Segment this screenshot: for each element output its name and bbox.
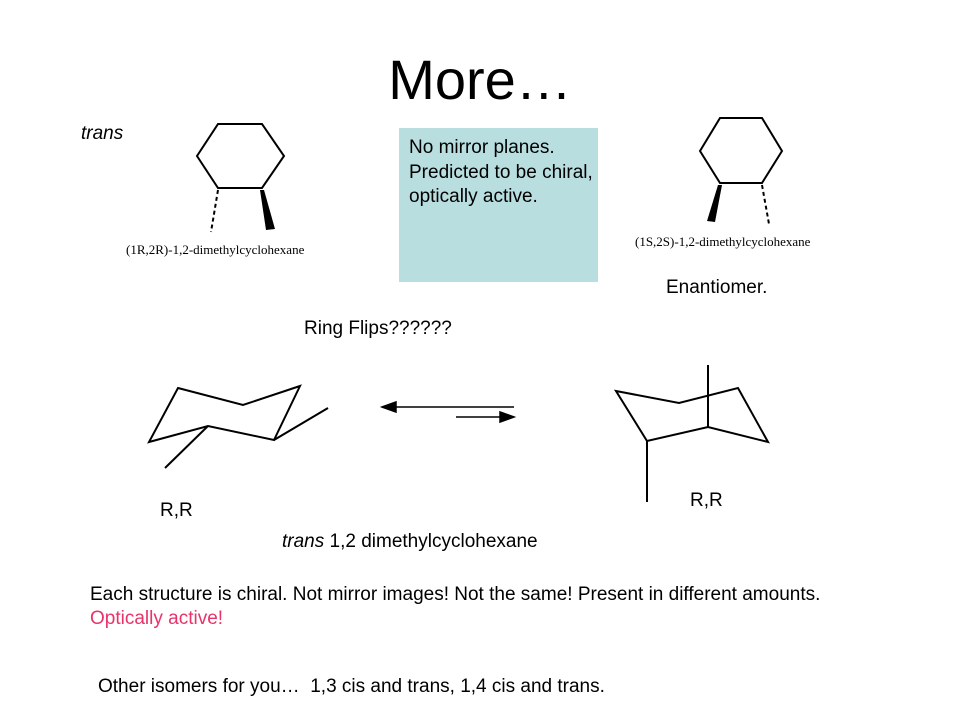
statement-main: Each structure is chiral. Not mirror ima…	[90, 584, 821, 605]
left-ring	[195, 123, 286, 189]
left-chair-methyl-2	[273, 407, 329, 441]
right-dashed-bond	[761, 184, 770, 225]
left-chair-ring	[147, 384, 302, 444]
note-box: No mirror planes. Predicted to be chiral…	[399, 128, 598, 282]
compound-caption: trans 1,2 dimethylcyclohexane	[282, 531, 538, 554]
left-cyclohexane	[195, 123, 286, 233]
note-text: No mirror planes. Predicted to be chiral…	[409, 137, 593, 208]
trans-label: trans	[81, 123, 124, 144]
left-dashed-bond	[210, 189, 219, 233]
caption-trans: trans	[282, 531, 325, 552]
ring-flips-label: Ring Flips??????	[304, 318, 452, 339]
left-chair-methyl-1	[164, 425, 209, 469]
enantiomer-label: Enantiomer.	[666, 277, 768, 298]
right-chair-ring	[613, 386, 770, 444]
other-isomers: Other isomers for you… 1,3 cis and trans…	[98, 676, 605, 697]
chirality-statement: Each structure is chiral. Not mirror ima…	[90, 583, 850, 631]
statement-highlight: Optically active!	[90, 608, 224, 630]
caption-rest: 1,2 dimethylcyclohexane	[324, 531, 538, 552]
equilibrium-arrows	[379, 400, 517, 424]
right-ring	[698, 117, 784, 184]
right-cyclohexane	[698, 117, 784, 225]
right-chair	[613, 365, 770, 502]
left-wedge-bond	[260, 190, 275, 230]
right-compound-name: (1S,2S)-1,2-dimethylcyclohexane	[635, 234, 811, 249]
slide-title: More…	[388, 48, 572, 111]
right-chair-label: R,R	[690, 490, 723, 511]
left-compound-name: (1R,2R)-1,2-dimethylcyclohexane	[126, 242, 305, 257]
left-chair	[147, 384, 329, 469]
left-chair-label: R,R	[160, 500, 193, 521]
right-wedge-bond	[707, 185, 722, 222]
